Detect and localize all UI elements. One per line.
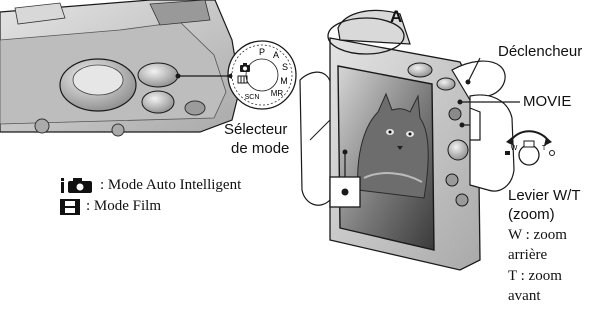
cat-photo [357,92,429,199]
zoom-w-label-line1: W : zoom [508,227,567,243]
control-button-box [329,176,361,208]
movie-button [448,107,462,121]
dial-mark: M [280,76,288,86]
movie-label: MOVIE [523,93,572,110]
shutter-button-back [407,62,433,78]
mode-dial-small [137,62,179,88]
dial-movie-icon [237,75,248,84]
zoom-w-label-line2: arrière [508,247,548,263]
dial-mark: A [273,50,279,60]
camera-back-view [299,9,520,271]
legend-intelligent-auto: : Mode Auto Intelligent [60,176,241,194]
zoom-lever: W T [505,130,555,166]
movie-mode-icon [60,198,80,215]
a-marker-label: A [390,7,403,26]
dial-auto-icon [240,63,250,72]
a-highlight-ring [327,17,405,55]
mode-dial: P A S M MR SCN [226,40,297,110]
dial-mark: P [259,47,265,57]
legend-intelligent-auto-text: : Mode Auto Intelligent [100,176,242,193]
zoom-t-label-line2: avant [508,288,541,304]
dial-mark: MR [271,89,284,98]
intelligent-auto-icon [60,176,94,194]
zoom-lever-label-line1: Levier W/T [508,187,581,204]
dial-mark: S [282,62,288,72]
legend-movie: : Mode Film [60,198,161,215]
dial-mark: SCN [245,94,260,101]
zoom-t-label-line1: T : zoom [508,268,562,284]
zoom-lever-label-line2: (zoom) [508,206,555,223]
wide-icon [505,151,510,155]
lever-w-mark: W [511,145,518,152]
mode-dial-label-line2: de mode [231,140,290,157]
camera-top-view [0,0,241,137]
tele-icon [549,150,555,156]
shutter-label: Déclencheur [498,43,583,60]
lever-t-mark: T [542,145,547,152]
mode-dial-label-line1: Sélecteur [224,121,288,138]
legend-movie-text: : Mode Film [86,198,162,214]
